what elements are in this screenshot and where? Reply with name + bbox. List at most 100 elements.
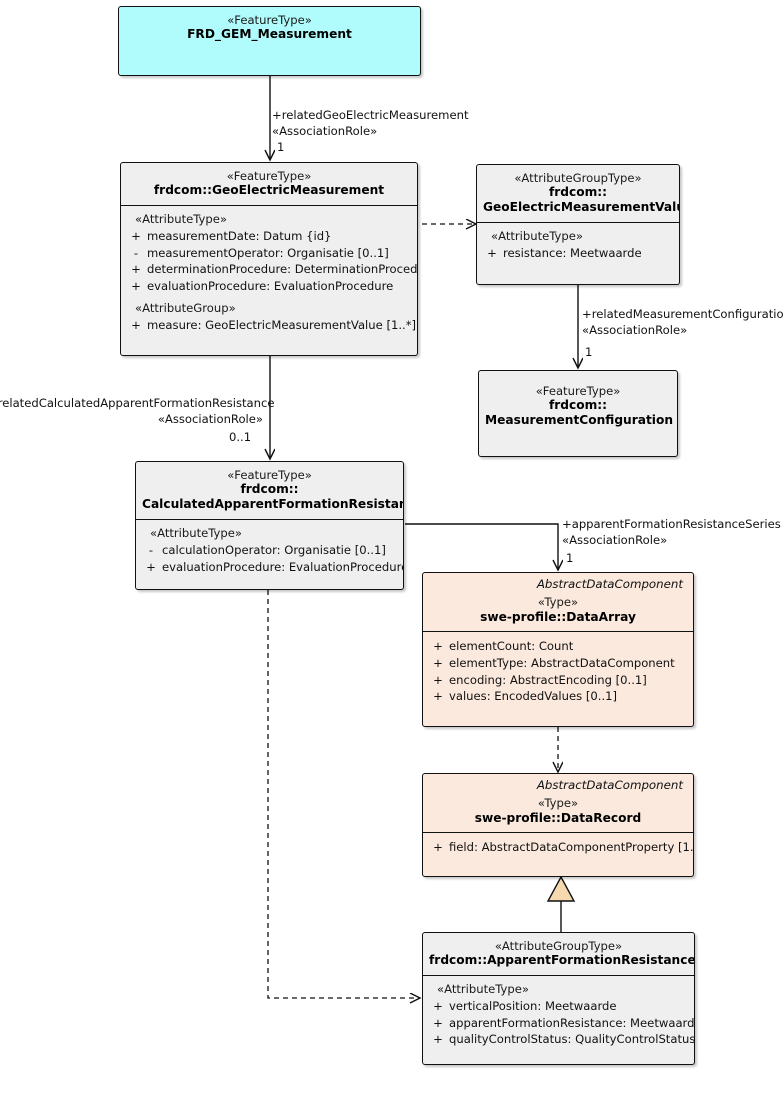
class-calculated-apparent-formation-resistance[interactable]: «FeatureType» frdcom:: CalculatedApparen… xyxy=(135,461,404,590)
class-header: «FeatureType» frdcom:: CalculatedApparen… xyxy=(136,462,403,520)
attribute-text: resistance: Meetwaarde xyxy=(503,245,642,260)
class-stereotype: «FeatureType» xyxy=(227,13,312,27)
attribute-row: + qualityControlStatus: QualityControlSt… xyxy=(427,1031,694,1048)
attribute-text: values: EncodedValues [0..1] xyxy=(449,689,618,704)
attribute-group-label: «AttributeGroup» xyxy=(135,300,236,315)
class-attributes: + elementCount: Count + elementType: Abs… xyxy=(423,632,693,713)
class-header: AbstractDataComponent «Type» swe-profile… xyxy=(423,774,693,834)
attribute-visibility: + xyxy=(131,262,141,277)
class-name: frdcom::GeoElectricMeasurement xyxy=(153,183,385,198)
attribute-row: + resistance: Meetwaarde xyxy=(481,245,675,262)
edge-apparent-formation-resistance-series xyxy=(405,523,558,570)
class-name-line1: frdcom:: xyxy=(548,185,608,200)
class-attributes: «AttributeType» - calculationOperator: O… xyxy=(136,519,403,583)
multiplicity-apparent-formation-resistance-series: 1 xyxy=(566,551,574,565)
attribute-visibility: + xyxy=(433,639,443,654)
attribute-visibility: + xyxy=(433,672,443,687)
multiplicity-related-calculated-apparent-formation-resistance: 0..1 xyxy=(229,430,252,444)
attribute-row: + elementType: AbstractDataComponent xyxy=(427,655,689,672)
attribute-text: evaluationProcedure: EvaluationProcedure xyxy=(162,559,404,574)
multiplicity-related-measurement-configuration: 1 xyxy=(585,345,593,359)
attribute-row: + verticalPosition: Meetwaarde xyxy=(427,998,690,1015)
attribute-group-label: «AttributeType» xyxy=(491,228,584,243)
attribute-group-label: «AttributeType» xyxy=(135,212,228,227)
attribute-visibility: + xyxy=(433,656,443,671)
attribute-group-label: «AttributeType» xyxy=(150,525,243,540)
class-header: «FeatureType» frdcom:: MeasurementConfig… xyxy=(479,371,677,435)
attribute-text: encoding: AbstractEncoding [0..1] xyxy=(449,672,647,687)
class-attributes: «AttributeType» + measurementDate: Datum… xyxy=(121,206,417,341)
attribute-text: elementCount: Count xyxy=(449,639,574,654)
class-apparent-formation-resistance-record[interactable]: «AttributeGroupType» frdcom::ApparentFor… xyxy=(422,932,695,1065)
attribute-text: calculationOperator: Organisatie [0..1] xyxy=(162,542,386,557)
edge-label-related-measurement-configuration: +relatedMeasurementConfiguration «Associ… xyxy=(582,307,783,338)
attribute-text: elementType: AbstractDataComponent xyxy=(449,656,675,671)
edge-label-related-calculated-apparent-formation-resistance: +relatedCalculatedApparentFormationResis… xyxy=(0,396,275,427)
attribute-group-label: «AttributeType» xyxy=(437,982,530,997)
class-stereotype: «Type» xyxy=(537,796,579,811)
class-name-line2: GeoElectricMeasurementValue xyxy=(483,200,680,215)
class-attributes: «AttributeType» + verticalPosition: Meet… xyxy=(423,976,694,1056)
attribute-visibility: + xyxy=(433,1032,443,1047)
attribute-text: determinationProcedure: DeterminationPro… xyxy=(147,262,418,277)
role-stereotype: «AssociationRole» xyxy=(157,411,263,426)
role-name: +apparentFormationResistanceSeries xyxy=(562,517,781,531)
class-stereotype: «FeatureType» xyxy=(226,169,312,183)
class-name-line2: MeasurementConfiguration xyxy=(485,413,674,428)
attribute-visibility: + xyxy=(487,245,497,260)
attribute-row: + evaluationProcedure: EvaluationProcedu… xyxy=(140,559,403,576)
class-name-line2: CalculatedApparentFormationResistance xyxy=(142,497,404,512)
attribute-visibility: + xyxy=(131,317,141,332)
attribute-row: + values: EncodedValues [0..1] xyxy=(427,688,689,705)
class-attributes: «AttributeType» + resistance: Meetwaarde xyxy=(477,222,679,269)
multiplicity-related-geo-electric-measurement: 1 xyxy=(277,140,285,154)
attribute-row: + elementCount: Count xyxy=(427,638,689,655)
class-stereotype: «FeatureType» xyxy=(535,384,621,398)
class-data-record[interactable]: AbstractDataComponent «Type» swe-profile… xyxy=(422,773,694,877)
attribute-row: + measure: GeoElectricMeasurementValue [… xyxy=(125,317,416,334)
attribute-text: qualityControlStatus: QualityControlStat… xyxy=(449,1032,695,1047)
attribute-text: measurementOperator: Organisatie [0..1] xyxy=(147,245,389,260)
abstract-type-tag: AbstractDataComponent xyxy=(536,577,683,591)
attribute-text: verticalPosition: Meetwaarde xyxy=(449,999,617,1014)
class-geo-electric-measurement-value[interactable]: «AttributeGroupType» frdcom:: GeoElectri… xyxy=(476,164,680,285)
class-header: AbstractDataComponent «Type» swe-profile… xyxy=(423,573,693,633)
attribute-row: + apparentFormationResistance: Meetwaard… xyxy=(427,1015,694,1032)
class-name-line1: frdcom:: xyxy=(240,482,299,497)
class-header: «FeatureType» FRD_GEM_Measurement xyxy=(119,7,420,49)
edge-label-related-geo-electric-measurement: +relatedGeoElectricMeasurement «Associat… xyxy=(272,108,469,139)
attribute-visibility: + xyxy=(131,229,141,244)
class-stereotype: «FeatureType» xyxy=(227,468,312,482)
attribute-row: + encoding: AbstractEncoding [0..1] xyxy=(427,672,689,689)
attribute-visibility: + xyxy=(131,279,141,294)
attribute-row: - calculationOperator: Organisatie [0..1… xyxy=(140,542,399,559)
class-name: swe-profile::DataRecord xyxy=(474,810,642,825)
role-name: +relatedGeoElectricMeasurement xyxy=(272,108,469,122)
attribute-text: field: AbstractDataComponentProperty [1.… xyxy=(449,840,694,855)
class-data-array[interactable]: AbstractDataComponent «Type» swe-profile… xyxy=(422,572,694,727)
edge-generalization-to-data-record xyxy=(546,875,576,932)
attribute-text: evaluationProcedure: EvaluationProcedure xyxy=(147,279,394,294)
class-header: «FeatureType» frdcom::GeoElectricMeasure… xyxy=(121,163,417,207)
class-frd-gem-measurement[interactable]: «FeatureType» FRD_GEM_Measurement xyxy=(118,6,421,76)
attribute-visibility: - xyxy=(148,542,154,557)
class-name: frdcom::ApparentFormationResistanceRecor… xyxy=(429,953,695,968)
class-measurement-configuration[interactable]: «FeatureType» frdcom:: MeasurementConfig… xyxy=(478,370,678,457)
attribute-row: + determinationProcedure: DeterminationP… xyxy=(125,261,417,278)
class-name-line1: frdcom:: xyxy=(548,398,608,413)
role-stereotype: «AssociationRole» xyxy=(562,532,668,547)
class-geo-electric-measurement[interactable]: «FeatureType» frdcom::GeoElectricMeasure… xyxy=(120,162,418,356)
attribute-visibility: - xyxy=(133,245,139,260)
role-stereotype: «AssociationRole» xyxy=(272,123,378,138)
class-stereotype: «AttributeGroupType» xyxy=(514,171,642,185)
role-name: +relatedMeasurementConfiguration xyxy=(582,307,783,321)
attribute-visibility: + xyxy=(146,559,156,574)
attribute-row: + measurementDate: Datum {id} xyxy=(125,228,413,245)
attribute-text: apparentFormationResistance: Meetwaarde xyxy=(449,1015,695,1030)
class-attributes: + field: AbstractDataComponentProperty [… xyxy=(423,833,694,864)
attribute-row: - measurementOperator: Organisatie [0..1… xyxy=(125,245,413,262)
attribute-visibility: + xyxy=(433,999,443,1014)
attribute-text: measurementDate: Datum {id} xyxy=(147,229,332,244)
attribute-visibility: + xyxy=(433,689,443,704)
